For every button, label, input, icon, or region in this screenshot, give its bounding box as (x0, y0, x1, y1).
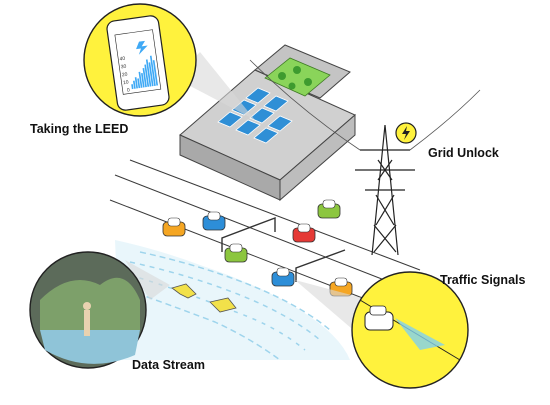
roof-tree-4 (288, 82, 296, 90)
traffic-poles (221, 216, 346, 282)
phone-chart-tick-label: 0 (127, 87, 131, 93)
traffic-callout-label: Traffic Signals (440, 273, 526, 287)
car-green-1 (224, 243, 248, 263)
data-callout-label: Data Stream (132, 358, 205, 372)
buoys (171, 283, 237, 313)
lightning-bolt-icon (402, 126, 410, 140)
phone-chart-bar (144, 64, 150, 87)
phone-chart-bar (148, 62, 154, 87)
roof-tree-2 (293, 66, 301, 74)
roof-tree-3 (304, 78, 312, 86)
transmission-tower (249, 59, 481, 256)
phone-chart-bar (145, 59, 152, 87)
phone-chart-bar (152, 60, 159, 86)
tower-lattice (373, 159, 397, 253)
solar-panel (267, 115, 293, 132)
phone-chart-bar (134, 77, 138, 89)
buoy-1 (171, 283, 197, 299)
phone-chart-bar (141, 73, 145, 88)
roof-tree-1 (278, 72, 286, 80)
car-red-1 (292, 223, 316, 243)
phone-chart-tick-label: 40 (119, 56, 126, 63)
phone-chart-tick-label: 10 (123, 79, 130, 86)
photo-person-head (83, 302, 91, 310)
traffic-camera-icon (364, 305, 394, 331)
solar-panel (263, 95, 289, 112)
phone-chart-tick-label: 20 (122, 72, 129, 79)
water-wave-4 (127, 289, 281, 361)
car-blue-2 (271, 267, 295, 287)
road-edge-back (129, 159, 421, 271)
car-green-2 (317, 199, 341, 219)
photo-person (84, 310, 90, 336)
grid-callout-label: Grid Unlock (428, 146, 499, 160)
phone-chart-bar (142, 67, 147, 88)
buoy-2 (209, 297, 237, 313)
phone-chart-bar (131, 84, 134, 90)
data-callout-pointer (125, 260, 170, 300)
car-orange-1 (162, 217, 186, 237)
car-blue-1 (202, 211, 226, 231)
power-lines (249, 59, 481, 151)
solar-panel (245, 87, 271, 104)
signal-pole-1 (221, 216, 276, 252)
grid-callout (395, 122, 417, 144)
solar-panel (217, 111, 243, 128)
water-wave-2 (129, 261, 321, 341)
solar-panel (235, 119, 261, 136)
solar-panel (249, 107, 275, 124)
solar-panels (217, 87, 293, 144)
building-right-side (279, 113, 356, 202)
photo-water (40, 330, 140, 364)
traffic-callout-pointer (295, 280, 370, 340)
solar-panel (253, 127, 279, 144)
traffic-camera-beam (395, 318, 445, 350)
water-wave-1 (139, 251, 331, 331)
phone-chart-bar (132, 80, 136, 89)
phone-chart-bar (149, 55, 156, 86)
lightning-bolt-icon (136, 40, 148, 55)
traffic-callout (295, 271, 469, 389)
phone-chart-bar (138, 71, 143, 88)
leed-callout-label: Taking the LEED (30, 122, 129, 136)
signal-pole-2 (295, 249, 346, 282)
road-edge-back-2 (114, 174, 411, 291)
water-area (115, 240, 350, 360)
phone-chart-tick-label: 30 (120, 64, 127, 71)
data-callout (29, 251, 170, 369)
green-roof (264, 57, 331, 97)
phone-chart-bar (137, 78, 141, 89)
